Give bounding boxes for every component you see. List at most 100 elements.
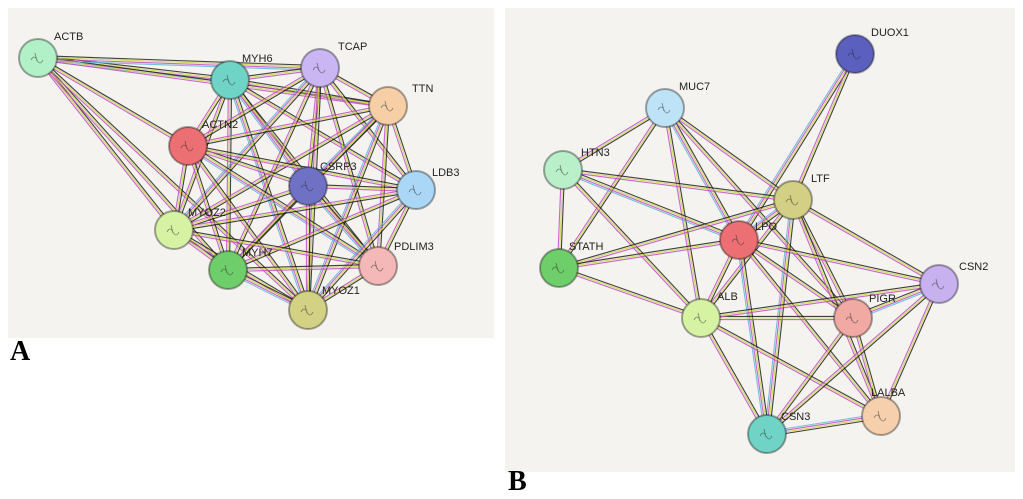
edge-lalba-csn3: [766, 413, 882, 437]
node-circle: [396, 170, 436, 210]
edge-alb-csn3: [699, 316, 769, 436]
protein-structure-icon: [759, 428, 773, 440]
edge-myoz2-pdlim3: [173, 227, 379, 269]
protein-structure-icon: [300, 180, 314, 192]
node-circle: [833, 298, 873, 338]
node-ltf[interactable]: LTF: [773, 173, 830, 220]
node-pdlim3[interactable]: PDLIM3: [358, 241, 434, 286]
node-circle: [300, 48, 340, 88]
node-label: LALBA: [871, 387, 906, 399]
protein-structure-icon: [931, 278, 945, 290]
edge-muc7-htn3: [561, 106, 667, 172]
node-circle: [210, 60, 250, 100]
node-ldb3[interactable]: LDB3: [396, 167, 460, 210]
node-circle: [543, 150, 583, 190]
node-circle: [168, 126, 208, 166]
protein-structure-icon: [380, 100, 394, 112]
edge-muc7-lpo: [662, 106, 742, 242]
edge-actn2-pdlim3: [186, 143, 380, 269]
edge-csn2-csn3: [765, 282, 941, 436]
protein-structure-icon: [785, 194, 799, 206]
node-ttn[interactable]: TTN: [368, 83, 433, 126]
edge-htn3-lpo: [561, 167, 741, 243]
node-tcap[interactable]: TCAP: [300, 41, 367, 88]
edge-lpo-pigr: [737, 238, 855, 320]
edge-duox1-ltf: [791, 53, 857, 201]
edge-ttn-myoz1: [305, 104, 391, 312]
protein-structure-icon: [222, 74, 236, 86]
edge-actn2-myoz1: [186, 144, 310, 312]
edges-b: [556, 52, 941, 437]
protein-structure-icon: [370, 260, 384, 272]
edge-htn3-ltf: [562, 167, 794, 203]
node-actb[interactable]: ACTB: [18, 31, 83, 78]
node-alb[interactable]: ALB: [681, 291, 738, 338]
node-label: STATH: [569, 241, 603, 253]
node-circle: [154, 210, 194, 250]
protein-structure-icon: [30, 52, 44, 64]
edge-stath-ltf: [558, 197, 794, 271]
edge-ttn-actn2: [187, 103, 389, 149]
edge-tcap-myoz2: [171, 66, 323, 232]
node-label: MYOZ1: [322, 285, 360, 297]
edge-actb-tcap: [37, 55, 321, 71]
edge-muc7-alb: [662, 107, 704, 319]
edge-ltf-csn2: [791, 198, 941, 286]
protein-structure-icon: [555, 164, 569, 176]
panel-b-letter: B: [508, 466, 527, 497]
node-label: MYH6: [242, 53, 273, 65]
node-lalba[interactable]: LALBA: [861, 387, 906, 436]
edge-pigr-csn3: [765, 316, 855, 436]
node-label: ACTN2: [202, 119, 238, 131]
edge-alb-csn2: [700, 281, 940, 321]
node-myoz1[interactable]: MYOZ1: [288, 285, 360, 330]
edge-lpo-lalba: [737, 238, 883, 418]
node-pigr[interactable]: PIGR: [833, 293, 896, 338]
node-label: ALB: [717, 291, 738, 303]
edge-csn2-lalba: [879, 283, 941, 417]
node-duox1[interactable]: DUOX1: [835, 27, 909, 74]
edge-actb-actn2: [36, 56, 190, 148]
node-circle: [719, 220, 759, 260]
node-myh7[interactable]: MYH7: [208, 247, 273, 290]
node-label: PIGR: [869, 293, 896, 305]
protein-structure-icon: [693, 312, 707, 324]
node-label: TTN: [412, 83, 433, 95]
node-actn2[interactable]: ACTN2: [168, 119, 238, 166]
edge-alb-lalba: [699, 316, 883, 418]
node-myh6[interactable]: MYH6: [210, 53, 273, 100]
node-label: CSRP3: [320, 161, 357, 173]
node-circle: [835, 34, 875, 74]
node-label: LTF: [811, 173, 830, 185]
edge-stath-alb: [558, 265, 702, 321]
node-label: MYOZ2: [188, 207, 226, 219]
edge-actn2-myh7: [185, 145, 231, 271]
node-circle: [18, 38, 58, 78]
protein-structure-icon: [408, 184, 422, 196]
node-myoz2[interactable]: MYOZ2: [154, 207, 226, 250]
node-label: DUOX1: [871, 27, 909, 39]
node-label: LPO: [755, 221, 777, 233]
node-csn2[interactable]: CSN2: [919, 261, 988, 304]
protein-structure-icon: [300, 304, 314, 316]
node-csrp3[interactable]: CSRP3: [288, 161, 357, 206]
edge-myh7-pdlim3: [227, 263, 379, 273]
node-stath[interactable]: STATH: [539, 241, 603, 288]
node-csn3[interactable]: CSN3: [747, 411, 810, 454]
edge-muc7-ltf: [663, 106, 795, 202]
edge-lpo-csn3: [736, 239, 770, 435]
protein-structure-icon: [847, 48, 861, 60]
node-circle: [368, 86, 408, 126]
edge-ldb3-myoz2: [173, 187, 417, 233]
node-htn3[interactable]: HTN3: [543, 147, 610, 190]
edge-stath-lpo: [558, 237, 740, 271]
protein-structure-icon: [845, 312, 859, 324]
node-lpo[interactable]: LPO: [719, 220, 777, 260]
node-muc7[interactable]: MUC7: [645, 81, 710, 128]
node-circle: [358, 246, 398, 286]
protein-structure-icon: [873, 410, 887, 422]
